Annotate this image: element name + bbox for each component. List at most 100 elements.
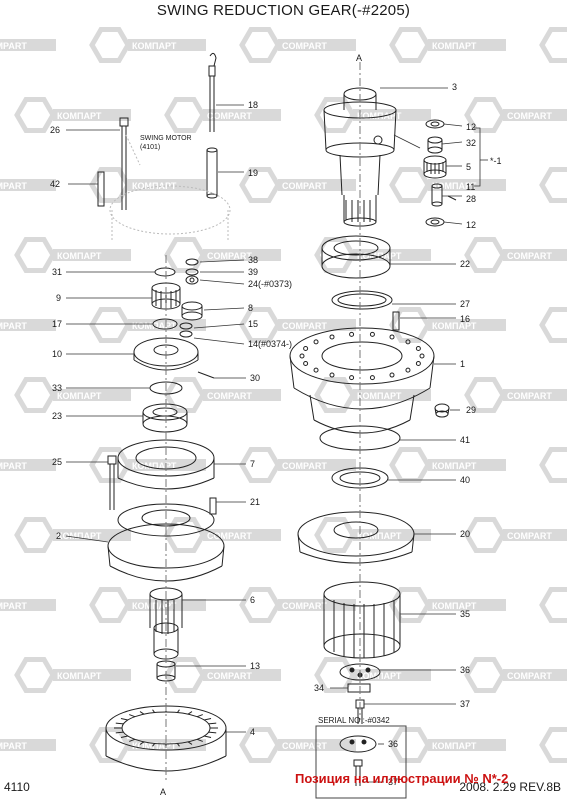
watermark-tile: COMPART (539, 447, 567, 483)
gear-tooth (176, 709, 180, 713)
part-37-bolt (355, 699, 365, 724)
watermark-tile: COMPART (539, 727, 567, 763)
gear-tooth (115, 722, 124, 725)
gear-tooth (187, 711, 193, 715)
callout-28: 28 (466, 194, 476, 204)
watermark-tile: COMPART (164, 237, 281, 273)
bolt-hole (349, 331, 355, 337)
callout-35: 35 (460, 609, 470, 619)
callout-8: 8 (248, 303, 253, 313)
callout-41: 41 (460, 435, 470, 445)
gear-tooth (196, 714, 203, 718)
watermark-layer: COMPART КОМПАРТ COMPART КОМПАРТ COMPART КОМПА… (0, 27, 567, 763)
watermark-text: КОМПАРТ (357, 531, 402, 541)
gear-tooth (208, 722, 217, 725)
watermark-text: COMPART (507, 531, 552, 541)
callout-4: 4 (250, 727, 255, 737)
gear-tooth (152, 743, 156, 747)
watermark-text: КОМПАРТ (57, 251, 102, 261)
watermark-text: COMPART (282, 601, 327, 611)
bolt-hole (415, 361, 421, 367)
watermark-text: КОМПАРТ (57, 111, 102, 121)
watermark-text: COMPART (207, 671, 252, 681)
watermark-text: КОМПАРТ (57, 531, 102, 541)
watermark-text: COMPART (282, 41, 327, 51)
watermark-tile: COMPART (539, 27, 567, 63)
callout-32: 32 (466, 138, 476, 148)
date-revision: 2008. 2.29 REV.8B (459, 780, 561, 794)
bolt-hole (419, 353, 425, 359)
part-27-seal-ring (331, 290, 393, 310)
watermark-text: COMPART (507, 391, 552, 401)
watermark-text: COMPART (507, 111, 552, 121)
gear-tooth (139, 741, 145, 745)
watermark-tile: COMPART (0, 599, 56, 611)
bolt-hole (303, 361, 309, 367)
watermark-tile: COMPART (464, 657, 567, 693)
callout-21: 21 (250, 497, 260, 507)
callout-37b: 37 (388, 777, 398, 787)
watermark-text: КОМПАРТ (132, 741, 177, 751)
watermark-text: КОМПАРТ (432, 41, 477, 51)
watermark-text: КОМПАРТ (357, 251, 402, 261)
part-38-39-rings (185, 258, 199, 285)
part-35-pinion (323, 581, 401, 659)
callout-36b: 36 (388, 739, 398, 749)
watermark-text: COMPART (282, 321, 327, 331)
part-42-pin (97, 171, 105, 207)
gear-tooth (129, 714, 136, 718)
callout-39: 39 (248, 267, 258, 277)
watermark-text: COMPART (0, 41, 27, 51)
leader-lines (65, 87, 488, 783)
part-22-bearing (321, 235, 391, 279)
watermark-text: КОМПАРТ (132, 601, 177, 611)
watermark-tile: COMPART (0, 179, 56, 191)
part-34-shim (347, 683, 371, 693)
callout-5: 5 (466, 162, 471, 172)
bolt-hole (313, 367, 319, 373)
watermark-tile: КОМПАРТ (14, 237, 131, 273)
watermark-tile: COMPART (539, 167, 567, 203)
part-30-pin (197, 371, 215, 379)
watermark-text: COMPART (282, 181, 327, 191)
callout-24: 24(-#0373) (248, 279, 292, 289)
watermark-tile: КОМПАРТ (389, 307, 506, 343)
callout-18: 18 (248, 100, 258, 110)
watermark-tile: КОМПАРТ (14, 97, 131, 133)
watermark-tile: COMPART (0, 459, 56, 471)
part-8-planet-gear (181, 301, 203, 321)
watermark-text: КОМПАРТ (57, 671, 102, 681)
part-12b-washer (425, 217, 445, 227)
watermark-tile: КОМПАРТ (314, 657, 431, 693)
swing-motor-outline (109, 134, 231, 240)
bolt-hole (369, 331, 375, 337)
swing-motor-ref: (4101) (140, 144, 160, 151)
watermark-text: COMPART (207, 391, 252, 401)
callout-17: 17 (52, 319, 62, 329)
watermark-tile: КОМПАРТ (14, 517, 131, 553)
watermark-tile: COMPART (239, 27, 356, 63)
part-11-pin (431, 183, 443, 207)
gear-tooth (187, 741, 193, 745)
housing-bolt-holes (299, 331, 425, 381)
watermark-tile: КОМПАРТ (389, 587, 506, 623)
bolt-hole (405, 339, 411, 345)
watermark-tile: COMPART (239, 727, 356, 763)
part-32-needle-bearing (427, 136, 443, 154)
callout-1: 1 (460, 359, 465, 369)
watermark-tile: COMPART (239, 447, 356, 483)
callout-23: 23 (52, 411, 62, 421)
callout-37a: 37 (460, 699, 470, 709)
watermark-text: КОМПАРТ (432, 321, 477, 331)
part-3-shaft-housing (323, 87, 397, 227)
watermark-text: COMPART (207, 251, 252, 261)
gear-tooth (196, 738, 203, 742)
callout-12a: 12 (466, 122, 476, 132)
callout-10: 10 (52, 349, 62, 359)
part-15-needle (179, 322, 193, 338)
callout-26: 26 (50, 125, 60, 135)
callout-13: 13 (250, 661, 260, 671)
page-code: 4110 (4, 780, 30, 794)
part-25-bolt (107, 455, 117, 510)
callout-34: 34 (314, 683, 324, 693)
